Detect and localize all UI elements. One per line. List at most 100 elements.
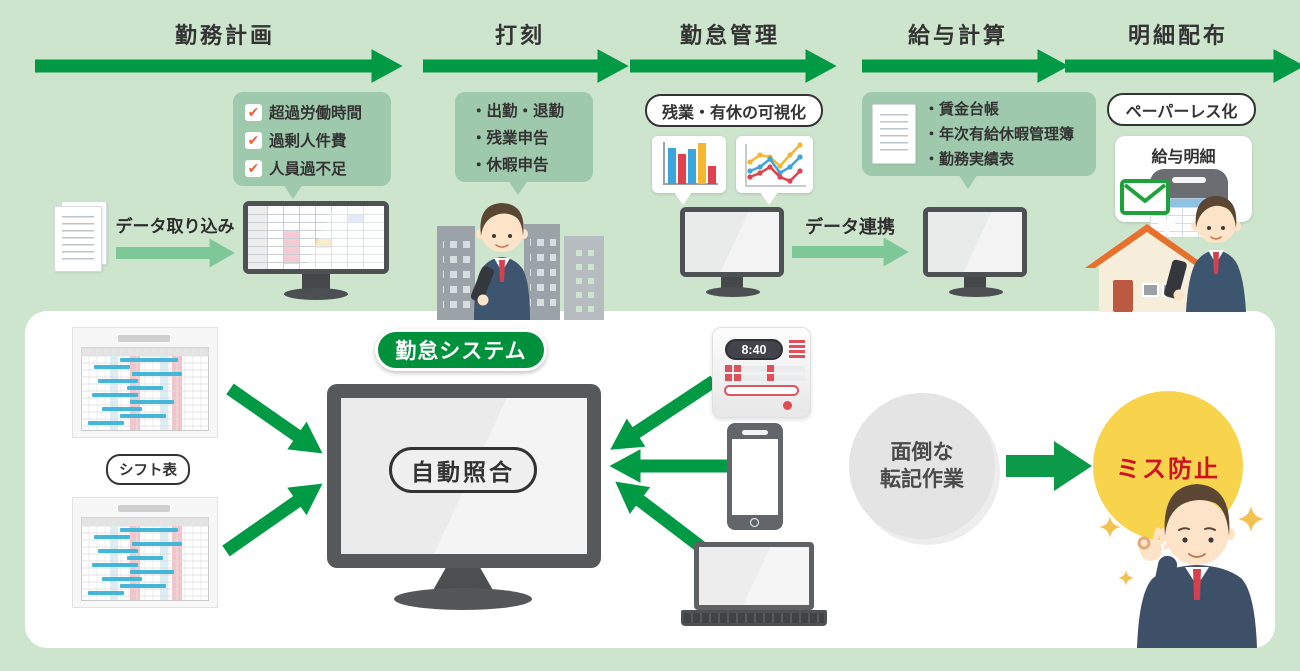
planning-check-bubble: ✔ 超過労働時間 ✔ 過剰人件費 ✔ 人員過不足 xyxy=(233,92,391,186)
card-tail xyxy=(760,192,778,214)
monitor-base xyxy=(949,287,1003,297)
problem-to-result-arrow xyxy=(1006,441,1092,491)
stamping-bubble: ・出勤・退勤 ・残業申告 ・休暇申告 xyxy=(455,92,593,182)
data-import-label: データ取り込み xyxy=(115,217,235,236)
stamping-item: ・出勤・退勤 xyxy=(471,103,565,120)
laptop-to-monitor-arrow xyxy=(615,481,705,553)
clock-to-monitor-arrow xyxy=(610,375,718,450)
document-lines xyxy=(880,114,908,155)
checklist-label: 過剰人件費 xyxy=(269,133,347,150)
clock-button xyxy=(767,365,774,372)
payroll-item: ・賃金台帳 xyxy=(924,101,1000,118)
checkbox-check-icon: ✔ xyxy=(245,159,262,177)
checklist-label: 人員過不足 xyxy=(269,161,347,178)
line-chart-card xyxy=(736,136,813,193)
checkbox-check-icon: ✔ xyxy=(245,131,262,149)
bar-chart-icon xyxy=(663,142,718,185)
clock-button xyxy=(734,374,741,381)
payroll-items: ・賃金台帳 ・年次有給休暇管理簿 ・勤務実績表 xyxy=(924,97,1074,172)
panel-arrows xyxy=(222,375,728,557)
clock-led xyxy=(783,401,792,410)
system-badge: 勤怠システム xyxy=(375,329,547,371)
monitor-stand xyxy=(721,277,743,289)
checklist-item: ✔ 超過労働時間 xyxy=(245,98,391,126)
building-icon xyxy=(524,224,560,320)
checklist-item: ✔ 人員過不足 xyxy=(245,154,391,182)
phone-home-button xyxy=(750,518,759,527)
attendance-monitor-icon xyxy=(680,207,784,277)
clock-display: 8:40 xyxy=(725,339,783,360)
laptop-icon xyxy=(694,542,814,610)
bubble-tail xyxy=(958,174,978,199)
clock-button xyxy=(734,365,741,372)
problem-line-2: 転記作業 xyxy=(880,468,964,491)
sparkle-icons xyxy=(1099,506,1264,586)
businessman-ok-icon xyxy=(1137,484,1257,648)
planning-monitor-icon xyxy=(243,201,389,274)
step-label-attendance: 勤怠管理 xyxy=(679,23,780,48)
checklist-item: ✔ 過剰人件費 xyxy=(245,126,391,154)
clock-row xyxy=(723,366,805,372)
payslip-label: 給与明細 xyxy=(1151,149,1216,166)
card-tail xyxy=(1156,220,1178,246)
bubble-tail xyxy=(508,180,528,205)
auto-match-pill: 自動照合 xyxy=(389,447,537,493)
checkbox-check-icon: ✔ xyxy=(245,103,262,121)
document-icon xyxy=(872,104,916,164)
monitor-base xyxy=(706,287,760,297)
line-chart-icon xyxy=(745,142,806,187)
screen-glare xyxy=(928,212,1022,272)
clock-button xyxy=(767,374,774,381)
monitor-stand xyxy=(302,274,330,290)
clock-button xyxy=(725,374,732,381)
document-icon xyxy=(54,206,102,272)
data-link-label: データ連携 xyxy=(805,217,895,237)
laptop-keyboard xyxy=(681,610,827,626)
planning-monitor-screen xyxy=(248,206,384,269)
smartphone-device-icon xyxy=(727,423,783,530)
building-icon xyxy=(564,236,604,320)
shift-table-icon xyxy=(72,327,218,438)
system-monitor: 自動照合 xyxy=(327,384,601,568)
businessman-distribution-icon xyxy=(1164,196,1246,312)
step-label-planning: 勤務計画 xyxy=(174,23,275,48)
laptop-screen xyxy=(699,547,809,605)
step-label-distribution: 明細配布 xyxy=(1127,23,1228,48)
monitor-base xyxy=(394,588,532,610)
card-slot xyxy=(724,385,799,396)
stamping-item: ・休暇申告 xyxy=(471,157,549,174)
phone-speaker xyxy=(742,430,768,435)
screen-glare xyxy=(685,212,779,272)
phone-screen xyxy=(732,439,778,515)
bubble-tail xyxy=(283,184,303,209)
clock-stripe xyxy=(789,355,805,358)
monitor-stand xyxy=(964,277,986,289)
payroll-item: ・年次有給休暇管理簿 xyxy=(924,126,1075,143)
shift-table-icon xyxy=(72,497,218,608)
shift-table-pill: シフト表 xyxy=(106,454,190,485)
building-icon xyxy=(437,226,475,320)
checklist-label: 超過労働時間 xyxy=(269,105,363,122)
monitor-base xyxy=(284,288,348,300)
card-tail xyxy=(674,192,692,214)
clock-button xyxy=(725,365,732,372)
paperless-pill: ペーパーレス化 xyxy=(1107,93,1256,126)
envelope-icon xyxy=(1120,179,1170,215)
problem-line-1: 面倒な xyxy=(890,441,954,464)
stamping-item: ・残業申告 xyxy=(471,130,549,147)
result-label: ミス防止 xyxy=(1116,455,1220,483)
light-arrows xyxy=(116,237,909,268)
payroll-bubble: ・賃金台帳 ・年次有給休暇管理簿 ・勤務実績表 xyxy=(862,92,1096,176)
clock-stripe xyxy=(789,345,805,348)
attendance-monitor-screen xyxy=(685,212,779,272)
clock-row xyxy=(723,375,805,381)
shift1-to-monitor-arrow xyxy=(226,383,323,454)
problem-circle: 面倒な 転記作業 xyxy=(849,393,995,539)
clock-stripe xyxy=(789,350,805,353)
phone-speaker xyxy=(1172,177,1206,183)
businessman-stamping-icon xyxy=(470,203,530,320)
document-lines xyxy=(62,216,94,263)
step-label-stamping: 打刻 xyxy=(494,23,545,48)
